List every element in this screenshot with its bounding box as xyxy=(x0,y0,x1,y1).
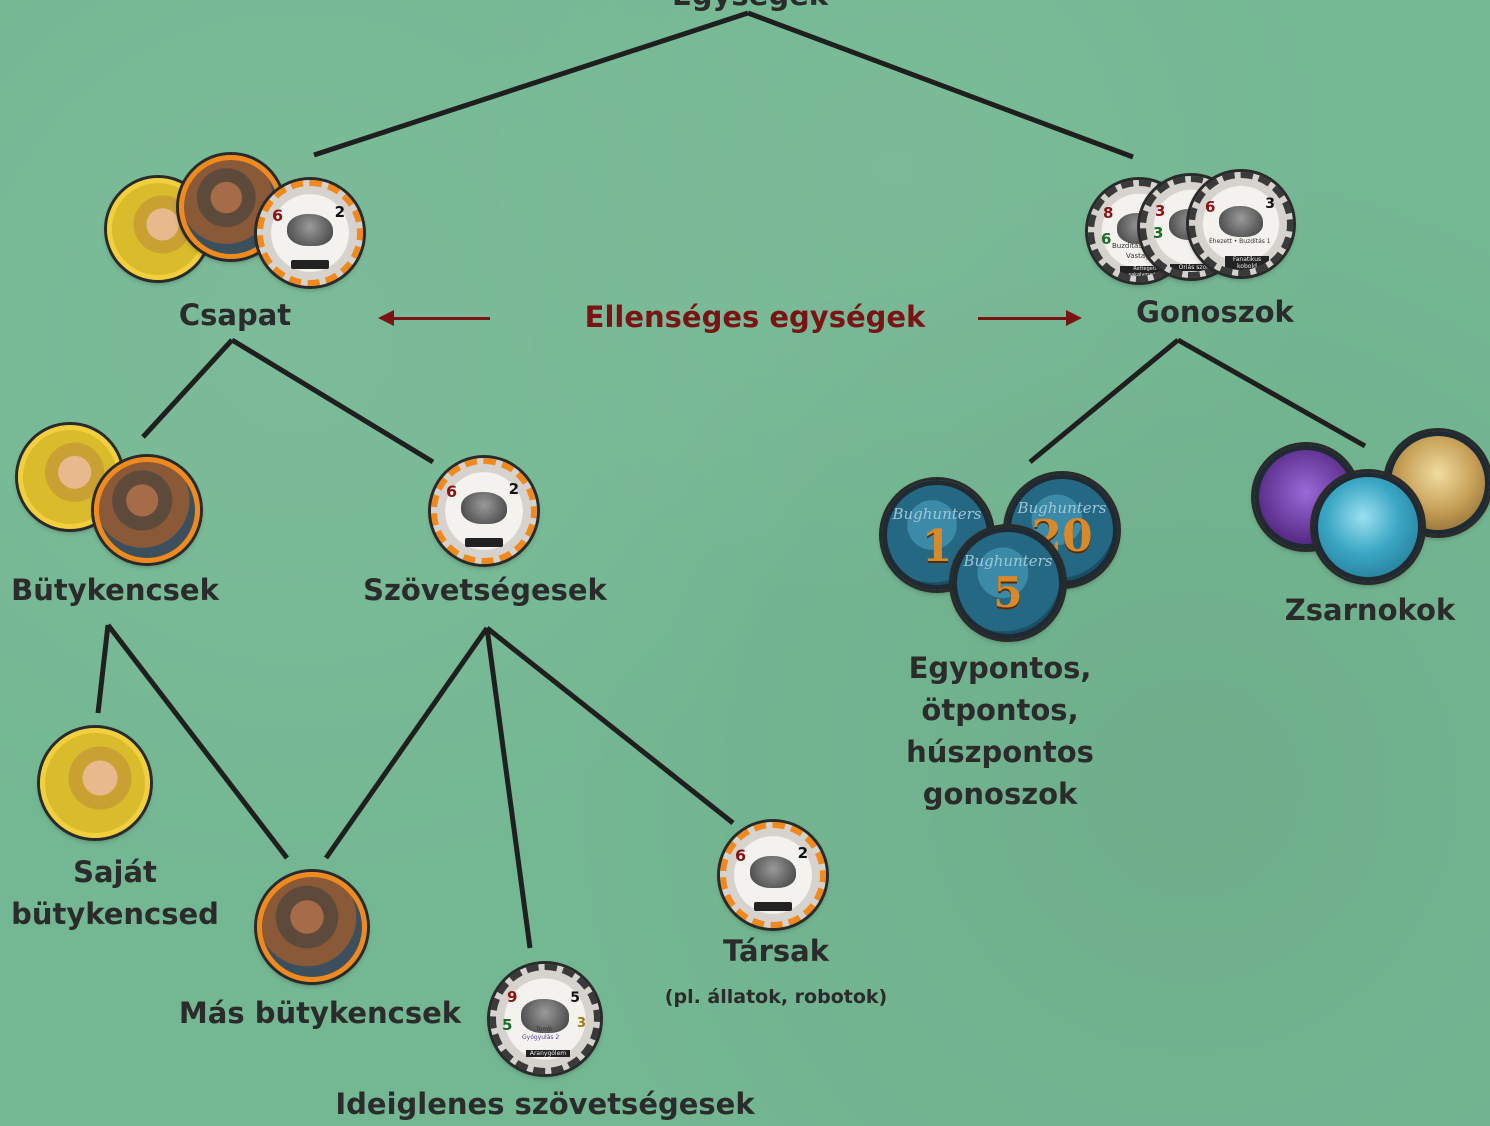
connector-gonoszok-zsarnokok xyxy=(1176,337,1367,449)
connector-csapat-butykencsek xyxy=(141,338,234,439)
mas-label: Más bütykencsek xyxy=(178,996,462,1030)
connector-gonoszok-egypontos xyxy=(1028,338,1180,464)
root-label: Egységek xyxy=(620,0,880,16)
golem-name: Aranygólem xyxy=(526,1050,570,1057)
villain-3-top: 6 xyxy=(1205,198,1216,216)
villain-3-line1: Éhezett • Buzdítás 1 xyxy=(1209,238,1271,245)
enemy-units-label: Ellenséges egységek xyxy=(584,300,926,334)
connector-szov-ideiglenes xyxy=(484,627,533,949)
gonoszok-label: Gonoszok xyxy=(1136,295,1294,329)
villain-2-foot: Óriás szolga xyxy=(1170,264,1224,271)
connector-root-csapat xyxy=(313,10,749,158)
sajat-line-1: Saját xyxy=(73,855,157,889)
robot-name-band xyxy=(291,260,329,269)
egypontos-line-3: húszpontos xyxy=(906,735,1094,770)
villain-3-right: 3 xyxy=(1265,196,1275,212)
companion-robot-band xyxy=(754,902,792,911)
golem-figure xyxy=(521,999,569,1033)
villain-token-3: 6 3 Éhezett • Buzdítás 1 Fanatikus kobol… xyxy=(1189,172,1293,276)
coin-1-value: 1 xyxy=(921,521,953,572)
tyrant-token-teal xyxy=(1313,472,1423,582)
ally-token-robot: 6 2 xyxy=(431,458,537,564)
coin-5-value: 5 xyxy=(993,568,1023,617)
ideiglenes-label: Ideiglenes szövetségesek xyxy=(335,1087,755,1121)
villain-1-line2: Vastag xyxy=(1126,252,1150,260)
villain-coin-5: Bughunters 5 xyxy=(952,527,1064,639)
egypontos-line-4: gonoszok xyxy=(922,777,1078,812)
ally-robot-right: 2 xyxy=(508,480,519,498)
villain-1-bottom: 6 xyxy=(1101,230,1112,248)
connector-csapat-szovetsegesek xyxy=(230,337,435,465)
companion-robot-right: 2 xyxy=(797,844,808,862)
golem-right-bottom: 3 xyxy=(576,1016,586,1031)
connector-butykencsek-sajat xyxy=(95,624,111,714)
connector-butykencsek-mas xyxy=(106,623,289,860)
villain-1-foot: Rettegett sakalymadvé xyxy=(1120,266,1170,276)
ally-robot-left: 6 xyxy=(446,482,458,501)
companion-robot-left: 6 xyxy=(735,846,747,865)
villain-1-line1: Buzdítás 2 • xyxy=(1112,242,1156,250)
robot-right-stat: 2 xyxy=(334,203,345,221)
ally-robot-figure xyxy=(461,492,507,525)
connector-szov-tarsak xyxy=(485,626,735,825)
temp-ally-token: 9 5 5 3 Tomb Gyógyulás 2 Aranygólem xyxy=(490,964,600,1074)
connector-root-gonoszok xyxy=(747,10,1134,160)
tarsak-note: (pl. állatok, robotok) xyxy=(664,986,888,1008)
golem-left-bottom: 5 xyxy=(502,1016,513,1034)
coin-1-title: Bughunters xyxy=(892,505,982,523)
butykencsek-label: Bütykencsek xyxy=(11,573,219,607)
egypontos-line-1: Egypontos, xyxy=(908,651,1092,685)
golem-left-top: 9 xyxy=(507,988,518,1006)
own-tinkerer-token xyxy=(40,728,150,838)
party-token-robot: 6 2 xyxy=(257,180,363,286)
egypontos-label: Egypontos, ötpontos, húszpontos gonoszok xyxy=(880,647,1120,815)
ally-robot-band xyxy=(465,538,503,547)
arrow-to-csapat xyxy=(378,310,490,326)
csapat-label: Csapat xyxy=(178,298,292,332)
sajat-label: Saját bütykencsed xyxy=(0,851,230,935)
villain-2-bottom: 3 xyxy=(1153,224,1164,242)
coin-5-title: Bughunters xyxy=(963,552,1053,571)
villain-3-figure xyxy=(1218,205,1264,237)
egypontos-line-2: ötpontos, xyxy=(921,693,1079,728)
arrow-to-gonoszok xyxy=(978,310,1082,326)
golem-right-top: 5 xyxy=(570,990,580,1006)
connector-szov-mas xyxy=(323,626,490,860)
sajat-line-2: bütykencsed xyxy=(11,897,219,932)
szovetsegesek-label: Szövetségesek xyxy=(363,573,607,607)
golem-sub: Gyógyulás 2 xyxy=(522,1034,560,1041)
other-tinkerer-token xyxy=(257,872,367,982)
companion-robot-figure xyxy=(750,856,796,889)
golem-title: Tomb xyxy=(536,1026,552,1033)
villain-3-foot: Fanatikus kobold xyxy=(1225,256,1269,270)
tarsak-label: Társak xyxy=(722,934,830,968)
zsarnokok-label: Zsarnokok xyxy=(1284,593,1456,627)
companion-token-robot: 6 2 xyxy=(720,822,826,928)
coin-20-title: Bughunters xyxy=(1017,499,1107,518)
robot-left-stat: 6 xyxy=(272,206,284,225)
villain-1-top: 8 xyxy=(1103,204,1114,222)
villain-2-top: 3 xyxy=(1155,202,1166,220)
tinkerer-token-orange xyxy=(94,457,200,563)
robot-figure xyxy=(287,214,333,247)
